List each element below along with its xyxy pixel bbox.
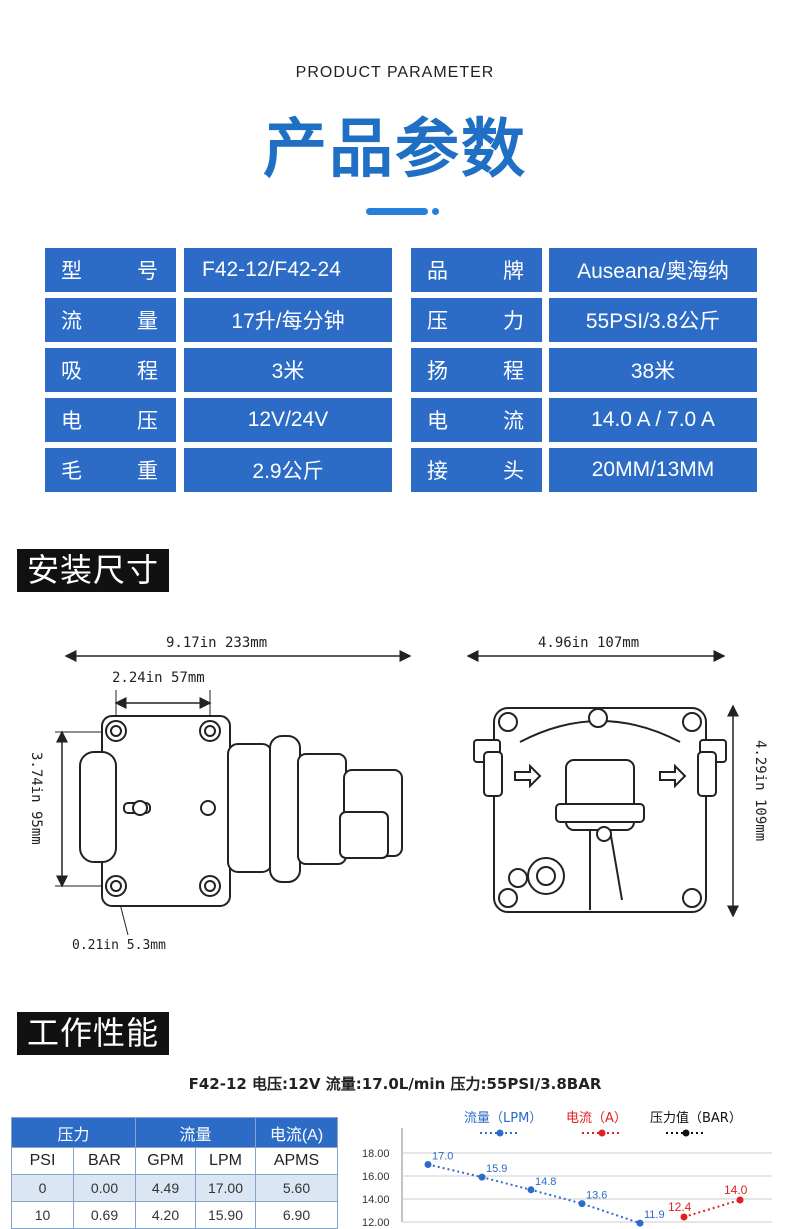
legend-label: 流量（LPM）	[464, 1111, 542, 1126]
param-row: 电压 12V/24V 电流 14.0 A / 7.0 A	[45, 398, 757, 442]
current-point	[736, 1196, 744, 1204]
y-tick-label: 18.00	[362, 1148, 390, 1160]
header-flow: 流量	[135, 1117, 256, 1148]
sub-header: PSI	[11, 1147, 74, 1175]
param-label: 电压	[45, 398, 176, 442]
param-label: 扬程	[411, 348, 542, 392]
param-label: 毛重	[45, 448, 176, 492]
page-subtitle: PRODUCT PARAMETER	[295, 64, 495, 81]
param-label: 品牌	[411, 248, 542, 292]
current-data-label: 12.4	[668, 1200, 692, 1214]
param-row: 型号 F42-12/F42-24 品牌 Auseana/奥海纳	[45, 248, 757, 292]
param-label: 型号	[45, 248, 176, 292]
param-value: 38米	[549, 348, 757, 392]
param-value: F42-12/F42-24	[184, 248, 392, 292]
param-value: 2.9公斤	[184, 448, 392, 492]
table-cell: 0.69	[73, 1201, 136, 1229]
flow-point	[578, 1200, 586, 1208]
dim-hole-diameter: 0.21in 5.3mm	[72, 938, 166, 953]
param-label: 电流	[411, 398, 542, 442]
flow-point	[636, 1219, 644, 1227]
table-row: 0 0.00 4.49 17.00 5.60	[11, 1174, 338, 1202]
legend-label: 压力值（BAR）	[650, 1110, 742, 1126]
flow-data-label: 13.6	[586, 1190, 607, 1202]
title-accent-dot	[432, 208, 439, 215]
param-label: 压力	[411, 298, 542, 342]
current-data-label: 14.0	[724, 1183, 748, 1197]
table-cell: 6.90	[255, 1201, 338, 1229]
sub-header: BAR	[73, 1147, 136, 1175]
flow-point	[527, 1186, 535, 1194]
sub-header: GPM	[135, 1147, 196, 1175]
y-tick-label: 14.00	[362, 1194, 390, 1206]
pump-side-drawing	[79, 715, 403, 907]
header-pressure: 压力	[11, 1117, 136, 1148]
install-heading: 安装尺寸	[17, 549, 170, 592]
y-tick-label: 12.00	[362, 1217, 390, 1229]
legend-marker	[682, 1129, 690, 1137]
param-value: 14.0 A / 7.0 A	[549, 398, 757, 442]
param-value: 17升/每分钟	[184, 298, 392, 342]
flow-data-label: 14.8	[535, 1176, 556, 1188]
param-row: 吸程 3米 扬程 38米	[45, 348, 757, 392]
dim-width: 4.96in 107mm	[538, 635, 640, 651]
flow-data-label: 11.9	[644, 1209, 665, 1221]
flow-series-line	[427, 1163, 641, 1225]
y-tick-label: 16.00	[362, 1171, 390, 1183]
table-row: 10 0.69 4.20 15.90 6.90	[11, 1201, 338, 1229]
table-cell: 4.49	[135, 1174, 196, 1202]
table-cell: 5.60	[255, 1174, 338, 1202]
param-row: 流量 17升/每分钟 压力 55PSI/3.8公斤	[45, 298, 757, 342]
param-value: 12V/24V	[184, 398, 392, 442]
param-value: 20MM/13MM	[549, 448, 757, 492]
page-title: 产品参数	[263, 113, 527, 187]
dim-length: 9.17in 233mm	[166, 635, 268, 651]
flow-point	[478, 1173, 486, 1181]
param-label: 吸程	[45, 348, 176, 392]
current-point	[680, 1213, 688, 1221]
table-cell: 0.00	[73, 1174, 136, 1202]
param-row: 毛重 2.9公斤 接头 20MM/13MM	[45, 448, 757, 492]
current-series-line	[683, 1199, 741, 1218]
flow-point	[424, 1161, 432, 1168]
param-label: 接头	[411, 448, 542, 492]
header-current: 电流(A)	[255, 1117, 338, 1148]
performance-table: 压力 流量 电流(A) PSI BAR GPM LPM APMS 0 0.00 …	[11, 1117, 338, 1229]
sub-header: APMS	[255, 1147, 338, 1175]
table-cell: 15.90	[195, 1201, 256, 1229]
param-value: 55PSI/3.8公斤	[549, 298, 757, 342]
param-value: 3米	[184, 348, 392, 392]
pump-front-drawing	[473, 707, 727, 913]
flow-data-label: 17.0	[432, 1151, 453, 1163]
param-label: 流量	[45, 298, 176, 342]
performance-spec: F42-12 电压:12V 流量:17.0L/min 压力:55PSI/3.8B…	[188, 1075, 602, 1093]
legend-marker	[496, 1129, 504, 1137]
performance-heading: 工作性能	[17, 1012, 170, 1055]
param-value: Auseana/奥海纳	[549, 248, 757, 292]
legend-label: 电流（A）	[566, 1111, 627, 1126]
dim-hole-spacing: 2.24in 57mm	[112, 670, 205, 686]
title-accent-bar	[366, 208, 428, 215]
table-cell: 10	[11, 1201, 74, 1229]
legend-marker	[598, 1129, 606, 1137]
flow-data-label: 15.9	[486, 1163, 507, 1175]
